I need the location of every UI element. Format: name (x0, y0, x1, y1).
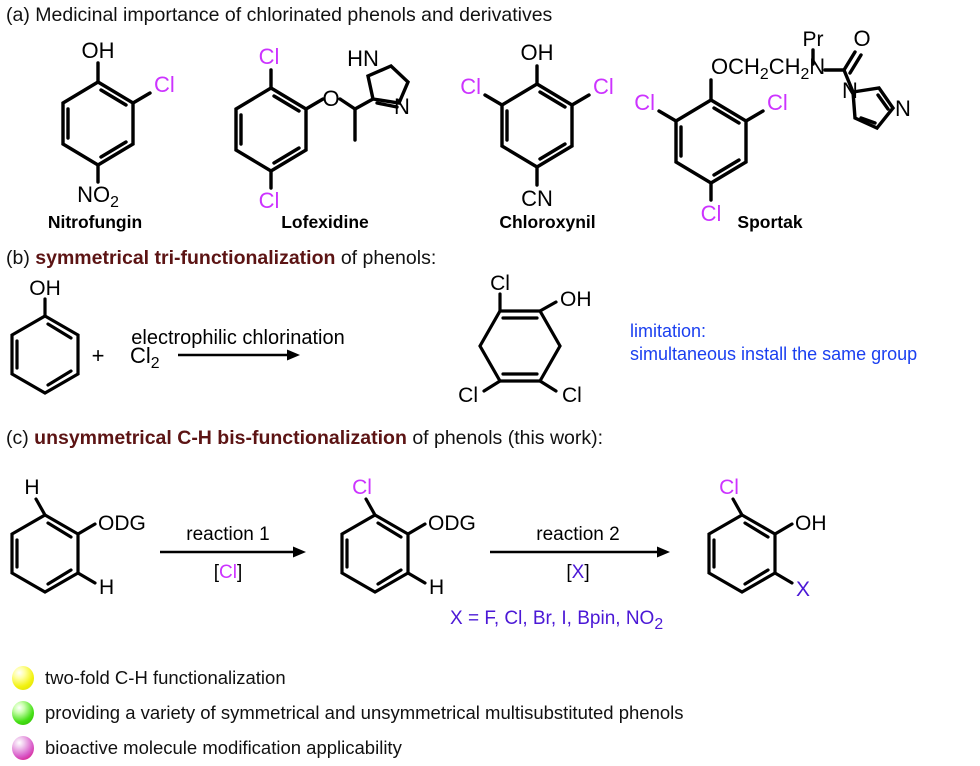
label-cl-top: Cl (259, 44, 280, 69)
label-n: N (394, 94, 410, 119)
label-odg-intermediate: ODG (428, 512, 476, 535)
arrow-head (287, 349, 300, 361)
compound-lofexidine: Cl Cl O HN N (205, 30, 425, 213)
label-cl-bottom: Cl (259, 188, 280, 213)
magenta-sphere-bullet-icon (12, 736, 34, 760)
label-cl-bottom: Cl (701, 201, 722, 226)
label-cl-left: Cl (460, 74, 481, 99)
sportak-structure: OCH2CH2N Cl Cl Cl Pr O N N (634, 26, 911, 226)
arrow1-top-label: reaction 1 (186, 524, 269, 545)
arrow-head-1 (293, 546, 306, 558)
label-oh: OH (82, 38, 115, 63)
compound-name-sportak: Sportak (737, 212, 803, 232)
panel-b-prefix: (b) (6, 247, 30, 269)
highlight-text-1: two-fold C-H functionalization (45, 667, 286, 688)
arrow-head-2 (657, 546, 670, 558)
arrow1-bottom-label: [Cl] (214, 562, 243, 583)
label-cl-top-product: Cl (490, 272, 510, 295)
panel-c-reaction-svg: H ODG H reaction 1 [Cl] Cl ODG H reactio… (10, 476, 827, 601)
label-pr: Pr (803, 28, 824, 51)
label-cl-right: Cl (593, 74, 614, 99)
panel-a-heading: (a) Medicinal importance of chlorinated … (6, 4, 552, 27)
label-cn: CN (521, 186, 553, 211)
label-cl-right: Cl (767, 90, 788, 115)
label-oh: OH (521, 40, 554, 65)
compound-chloroxynil: OH Cl Cl CN (455, 30, 635, 211)
x-definition-text: X = F, Cl, Br, I, Bpin, NO (450, 608, 655, 629)
arrow2-top-label: reaction 2 (536, 524, 619, 545)
label-cl-left: Cl (634, 90, 655, 115)
label-h-intermediate: H (429, 576, 444, 599)
plus-sign: + (92, 343, 105, 368)
compound-nitrofungin: OH Cl NO2 (30, 30, 180, 211)
highlight-text-2: providing a variety of symmetrical and u… (45, 702, 684, 723)
arrow-label-b: electrophilic chlorination (131, 327, 344, 349)
panel-a-title: Medicinal importance of chlorinated phen… (35, 4, 553, 26)
panel-b-title-tail: of phenols: (340, 247, 437, 269)
label-imidazole-n3: N (895, 96, 911, 121)
label-imidazole-n1: N (842, 78, 858, 103)
label-oh-product: OH (560, 288, 592, 311)
lofexidine-structure: Cl Cl O HN N (234, 44, 411, 213)
x-definition-sub: 2 (654, 615, 664, 633)
label-odg-substrate: ODG (98, 512, 146, 535)
highlights-list: two-fold C-H functionalization providing… (12, 666, 684, 760)
panel-b-limitation-note: limitation: simultaneous install the sam… (630, 320, 917, 366)
compound-name-nitrofungin: Nitrofungin (47, 212, 143, 232)
panel-b-heading: (b) symmetrical tri-functionalization of… (6, 247, 436, 270)
panel-c-heading: (c) unsymmetrical C-H bis-functionalizat… (6, 427, 603, 450)
panel-c-scheme: H ODG H reaction 1 [Cl] Cl ODG H reactio… (0, 476, 960, 610)
label-ochchn-chain: OCH2CH2N (711, 54, 825, 83)
panel-b-title-bold: symmetrical tri-functionalization (35, 247, 336, 269)
compound-name-lofexidine: Lofexidine (281, 212, 369, 232)
panel-c-title-bold: unsymmetrical C-H bis-functionalization (34, 427, 407, 449)
panel-a-prefix: (a) (6, 4, 30, 26)
label-h-bottom-substrate: H (99, 576, 114, 599)
panel-b-reaction-svg: OH + Cl2 electrophilic chlorination Cl O… (10, 272, 592, 407)
label-cl-intermediate: Cl (352, 476, 372, 499)
panel-c-title-tail: of phenols (this work): (412, 427, 604, 449)
arrow1-reagent: Cl (219, 562, 237, 583)
label-o: O (322, 86, 339, 111)
arrow2-bottom-label: [X] (566, 562, 589, 583)
panel-c-prefix: (c) (6, 427, 29, 449)
list-item: bioactive molecule modification applicab… (12, 736, 684, 760)
compound-sportak: OCH2CH2N Cl Cl Cl Pr O N N (625, 22, 925, 226)
list-item: two-fold C-H functionalization (12, 666, 684, 690)
label-carbonyl-o: O (853, 26, 870, 51)
list-item: providing a variety of symmetrical and u… (12, 701, 684, 725)
label-cl-right-product: Cl (562, 384, 582, 407)
label-cl: Cl (154, 72, 175, 97)
label-oh-product-c: OH (795, 512, 827, 535)
chloroxynil-structure: OH Cl Cl CN (460, 40, 614, 211)
highlight-text-3: bioactive molecule modification applicab… (45, 737, 402, 758)
label-h-top-substrate: H (24, 476, 39, 499)
label-x-product: X (796, 578, 810, 601)
limitation-line-2: simultaneous install the same group (630, 344, 918, 364)
limitation-line-1: limitation: (630, 321, 707, 341)
panel-b-scheme: OH + Cl2 electrophilic chlorination Cl O… (0, 272, 640, 408)
nitrofungin-structure: OH Cl NO2 (61, 38, 175, 211)
label-cl-left-product: Cl (458, 384, 478, 407)
label-cl-product: Cl (719, 476, 739, 499)
arrow2-reagent: X (572, 562, 585, 583)
label-hn: HN (347, 46, 379, 71)
label-oh-substrate: OH (29, 277, 61, 300)
yellow-sphere-bullet-icon (12, 666, 34, 690)
x-definition: X = F, Cl, Br, I, Bpin, NO2 (450, 608, 663, 634)
compound-name-chloroxynil: Chloroxynil (499, 212, 596, 232)
label-no2: NO2 (77, 182, 119, 211)
green-sphere-bullet-icon (12, 701, 34, 725)
